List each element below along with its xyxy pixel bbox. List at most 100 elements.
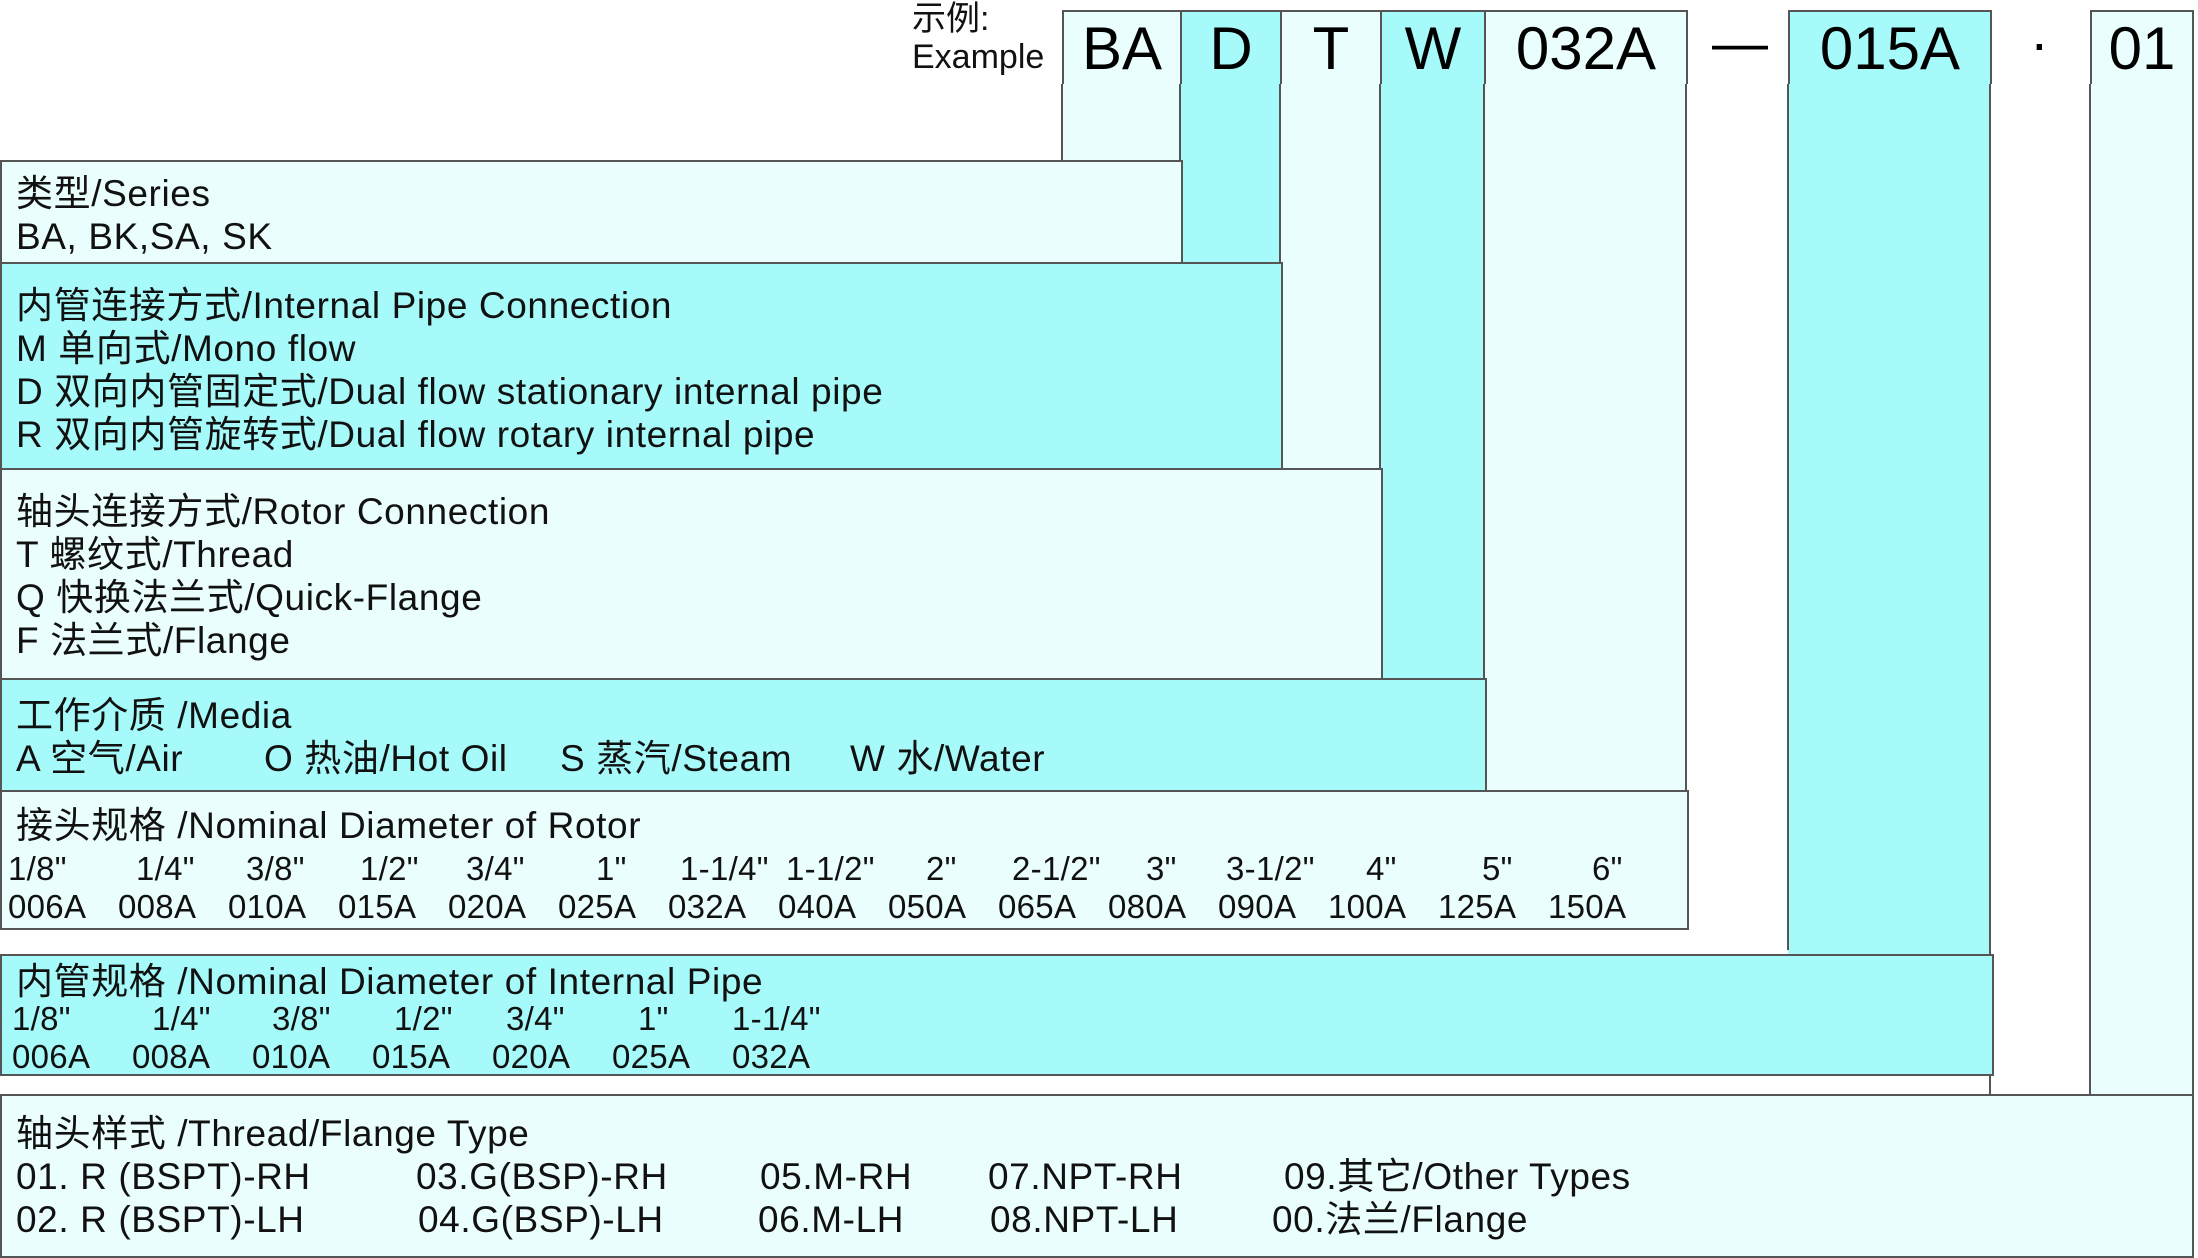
rotor-code-label: 065A	[998, 888, 1077, 925]
thread-type-item: 02. R (BSPT)-LH	[16, 1199, 305, 1240]
pipe-size-label: 3/4"	[506, 1000, 565, 1037]
rotor-size-label: 3"	[1146, 850, 1177, 887]
rotor-code-label: 025A	[558, 888, 637, 925]
thread-type-item: 04.G(BSP)-LH	[418, 1199, 664, 1240]
example-code-rotor-diameter: 032A	[1484, 10, 1688, 84]
media-item-steam: S 蒸汽/Steam	[560, 738, 793, 779]
rotor-code-label: 050A	[888, 888, 967, 925]
media-item-air: A 空气/Air	[16, 738, 184, 779]
strip-series	[1062, 84, 1180, 164]
pipe-size-label: 1/4"	[152, 1000, 211, 1037]
pipe-code-label: 020A	[492, 1038, 571, 1075]
example-label: 示例: Example	[912, 0, 1044, 76]
example-label-en: Example	[912, 38, 1045, 76]
media-items: A 空气/Air O 热油/Hot Oil S 蒸汽/Steam W 水/Wat…	[16, 737, 1467, 780]
media-title: 工作介质 /Media	[16, 695, 292, 736]
pipe-size-label: 3/8"	[272, 1000, 331, 1037]
rotor-code-label: 090A	[1218, 888, 1297, 925]
panel-internal-pipe-diameter: 内管规格 /Nominal Diameter of Internal Pipe	[0, 954, 1994, 1076]
pipe-size-label: 1"	[638, 1000, 669, 1037]
media-item-water: W 水/Water	[850, 738, 1046, 779]
rotor-size-label: 2"	[926, 850, 957, 887]
rotor-size-label: 4"	[1366, 850, 1397, 887]
strip-internal-pipe-connection	[1180, 84, 1280, 264]
rotor-size-label: 1-1/4"	[680, 850, 769, 887]
panel-rotor-diameter: 接头规格 /Nominal Diameter of Rotor	[0, 790, 1689, 930]
rotor-size-label: 6"	[1592, 850, 1623, 887]
panel-media: 工作介质 /Media A 空气/Air O 热油/Hot Oil S 蒸汽/S…	[0, 678, 1487, 792]
strip-line	[1787, 84, 1789, 950]
pipe-code-label: 032A	[732, 1038, 811, 1075]
thread-type-item: 05.M-RH	[760, 1156, 913, 1197]
rotor-size-label: 1/4"	[136, 850, 195, 887]
rotor-size-label: 1"	[596, 850, 627, 887]
thread-type-row-2: 02. R (BSPT)-LH 04.G(BSP)-LH 06.M-LH 08.…	[16, 1198, 2174, 1241]
rotor-code-label: 032A	[668, 888, 747, 925]
strip-internal-pipe-diameter	[1788, 84, 1990, 954]
strip-line	[1483, 84, 1485, 790]
internal-diameter-title: 内管规格 /Nominal Diameter of Internal Pipe	[16, 961, 764, 1002]
example-code-internal-connection: D	[1180, 10, 1280, 84]
internal-diameter-sizes: 1/8" 1/4" 3/8" 1/2" 3/4" 1" 1-1/4"	[12, 1000, 912, 1038]
example-code-media: W	[1380, 10, 1484, 84]
thread-type-item: 09.其它/Other Types	[1284, 1156, 1631, 1197]
rotor-code-label: 100A	[1328, 888, 1407, 925]
pipe-size-label: 1/2"	[394, 1000, 453, 1037]
thread-type-item: 06.M-LH	[758, 1199, 905, 1240]
rotor-connection-line: T 螺纹式/Thread	[16, 534, 294, 575]
example-code-rotor-connection: T	[1280, 10, 1380, 84]
rotor-code-label: 015A	[338, 888, 417, 925]
pipe-code-label: 015A	[372, 1038, 451, 1075]
pipe-code-label: 006A	[12, 1038, 91, 1075]
rotor-connection-title: 轴头连接方式/Rotor Connection	[16, 491, 551, 532]
series-title: 类型/Series	[16, 173, 211, 214]
pipe-size-label: 1-1/4"	[732, 1000, 821, 1037]
example-dot: ·	[2030, 11, 2049, 74]
rotor-size-label: 1/2"	[360, 850, 419, 887]
rotor-code-label: 080A	[1108, 888, 1187, 925]
thread-type-item: 01. R (BSPT)-RH	[16, 1156, 311, 1197]
series-line: BA, BK,SA, SK	[16, 216, 273, 257]
internal-connection-line: D 双向内管固定式/Dual flow stationary internal …	[16, 371, 884, 412]
rotor-code-label: 010A	[228, 888, 307, 925]
rotor-size-label: 3-1/2"	[1226, 850, 1315, 887]
panel-series: 类型/Series BA, BK,SA, SK	[0, 160, 1183, 264]
example-label-cn: 示例:	[912, 0, 990, 38]
pipe-code-label: 010A	[252, 1038, 331, 1075]
strip-thread-flange-type	[2090, 84, 2194, 1104]
rotor-code-label: 150A	[1548, 888, 1627, 925]
strip-line	[2192, 84, 2194, 1094]
example-code-internal-diameter: 015A	[1788, 10, 1992, 84]
thread-type-row-1: 01. R (BSPT)-RH 03.G(BSP)-RH 05.M-RH 07.…	[16, 1155, 2174, 1198]
panel-rotor-connection: 轴头连接方式/Rotor Connection T 螺纹式/Thread Q 快…	[0, 468, 1383, 680]
strip-line	[1379, 84, 1381, 680]
example-dash: —	[1712, 11, 1768, 74]
pipe-code-label: 008A	[132, 1038, 211, 1075]
strip-rotor-connection	[1280, 84, 1380, 474]
rotor-size-label: 3/4"	[466, 850, 525, 887]
strip-line	[2089, 84, 2091, 1094]
rotor-size-label: 3/8"	[246, 850, 305, 887]
thread-type-item: 07.NPT-RH	[988, 1156, 1183, 1197]
example-code-thread-type: 01	[2090, 10, 2194, 84]
rotor-code-label: 006A	[8, 888, 87, 925]
internal-connection-line: M 单向式/Mono flow	[16, 328, 357, 369]
strip-line	[1061, 84, 1063, 162]
internal-connection-title: 内管连接方式/Internal Pipe Connection	[16, 285, 673, 326]
rotor-code-label: 008A	[118, 888, 197, 925]
rotor-code-label: 040A	[778, 888, 857, 925]
thread-type-title: 轴头样式 /Thread/Flange Type	[16, 1113, 530, 1154]
rotor-code-label: 125A	[1438, 888, 1517, 925]
pipe-size-label: 1/8"	[12, 1000, 71, 1037]
rotor-size-label: 1/8"	[8, 850, 67, 887]
strip-line	[1685, 84, 1687, 928]
media-item-hot-oil: O 热油/Hot Oil	[264, 738, 508, 779]
rotor-size-label: 5"	[1482, 850, 1513, 887]
strip-line	[1989, 84, 1991, 1094]
thread-type-item: 08.NPT-LH	[990, 1199, 1179, 1240]
internal-connection-line: R 双向内管旋转式/Dual flow rotary internal pipe	[16, 414, 816, 455]
rotor-connection-line: Q 快换法兰式/Quick-Flange	[16, 577, 483, 618]
strip-media	[1380, 84, 1484, 684]
